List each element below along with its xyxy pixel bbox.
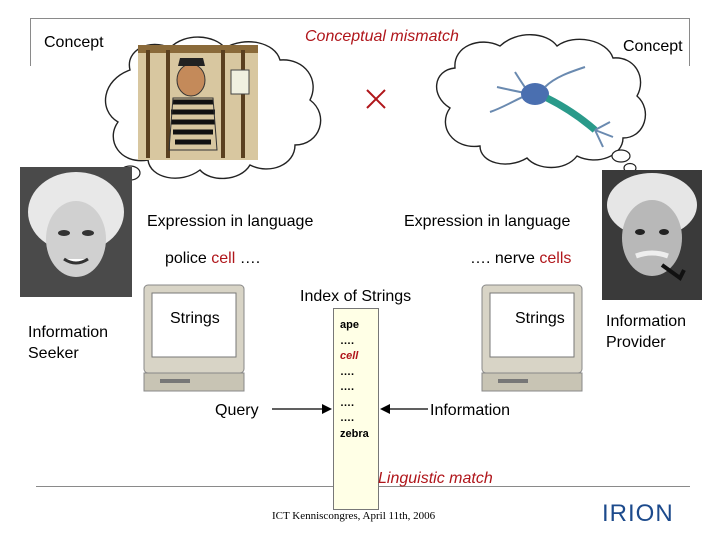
prisoner-in-cell-illustration (138, 45, 258, 160)
information-provider-label: Information Provider (606, 311, 686, 353)
provider-line-1: Information (606, 313, 687, 330)
top-frame-line (30, 18, 690, 19)
strings-right-label: Strings (515, 310, 565, 327)
index-item: …. (340, 396, 355, 409)
phrase-right-pre: …. nerve (470, 250, 540, 267)
linguistic-match-label: Linguistic match (378, 470, 493, 487)
irion-logo: IRION (602, 500, 674, 528)
left-frame-line (30, 18, 31, 66)
phrase-left-pre: police (165, 250, 212, 267)
index-list: ape …. cell …. …. …. …. zebra (340, 318, 369, 442)
information-seeker-portrait (20, 167, 132, 297)
query-label: Query (215, 402, 259, 419)
information-label: Information (430, 402, 511, 419)
logo-text: IRION (602, 500, 674, 527)
footer-text: ICT Kenniscongres, April 11th, 2006 (272, 510, 436, 522)
seeker-line-2: Seeker (28, 345, 79, 362)
index-item-match: cell (340, 350, 359, 362)
computer-left (143, 284, 245, 392)
index-item: ape (340, 319, 359, 331)
computer-right (481, 284, 583, 392)
expression-left-label: Expression in language (147, 213, 314, 230)
index-of-strings-title: Index of Strings (300, 288, 412, 305)
information-seeker-label: Information Seeker (28, 322, 108, 364)
index-item: …. (340, 334, 355, 347)
concept-left-label: Concept (44, 34, 104, 51)
index-item: …. (340, 381, 355, 393)
phrase-left: police cell …. (165, 250, 260, 268)
neuron-illustration (489, 66, 614, 148)
information-arrow-icon (380, 404, 428, 414)
phrase-right: …. nerve cells (470, 250, 571, 268)
phrase-right-keyword: cells (539, 250, 572, 267)
right-frame-line (689, 18, 690, 66)
phrase-left-keyword: cell (211, 250, 236, 267)
seeker-line-1: Information (28, 324, 109, 341)
index-item: …. (340, 365, 355, 378)
mismatch-cross-icon (366, 89, 386, 109)
conceptual-mismatch-label: Conceptual mismatch (305, 28, 459, 45)
concept-right-label: Concept (623, 38, 683, 55)
information-provider-portrait (602, 170, 702, 300)
provider-line-2: Provider (606, 334, 666, 351)
query-arrow-icon (272, 404, 332, 414)
index-item: zebra (340, 427, 369, 440)
index-item: …. (340, 412, 355, 424)
expression-right-label: Expression in language (404, 213, 571, 230)
strings-left-label: Strings (170, 310, 220, 327)
phrase-left-post: …. (235, 250, 261, 267)
index-of-strings-box (333, 308, 379, 510)
